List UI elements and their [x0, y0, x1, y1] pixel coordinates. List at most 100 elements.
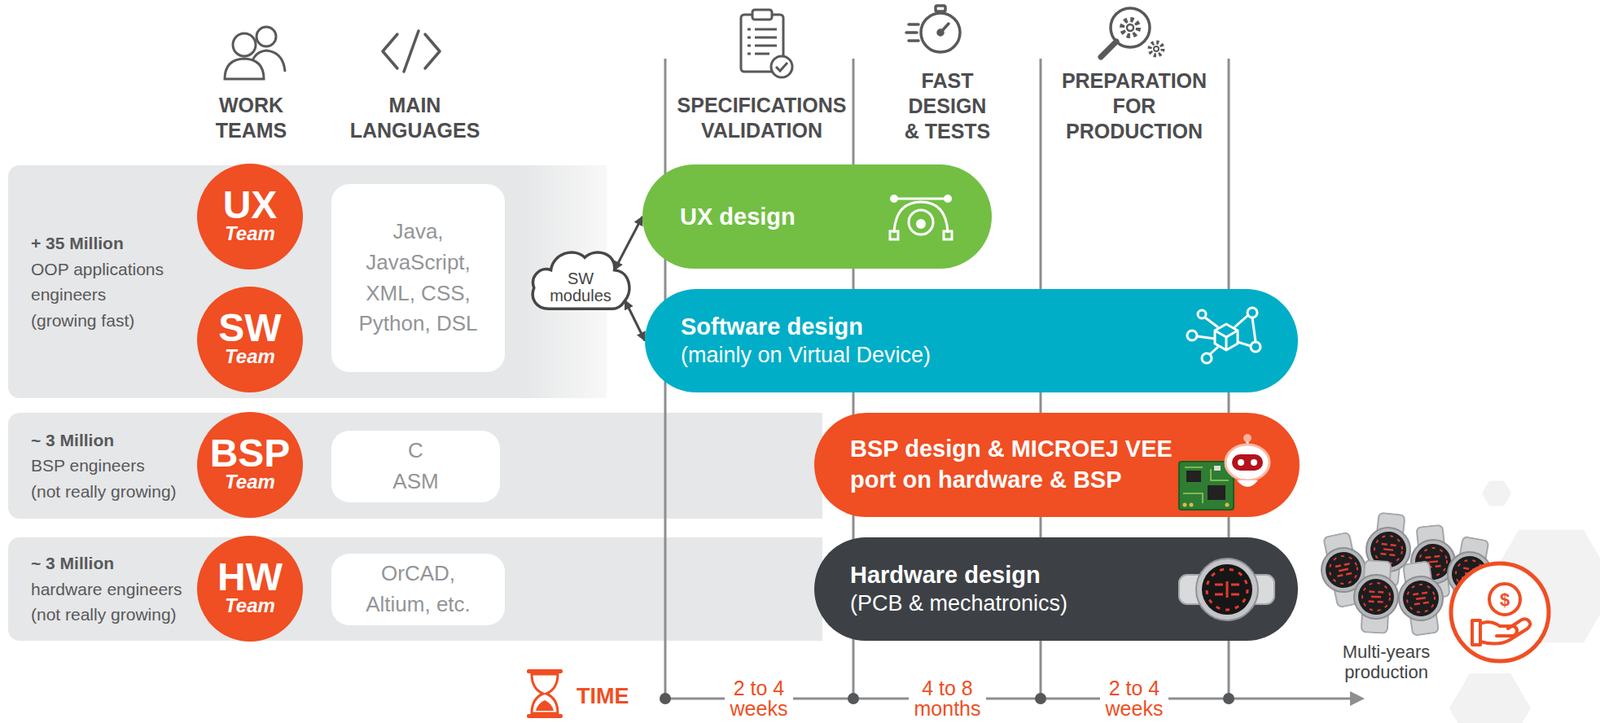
module-cloud: SW modules	[527, 241, 634, 316]
label-slot: SPECIFICATIONS VALIDATION	[676, 92, 847, 144]
column-header: PREPARATION FOR PRODUCTION	[1060, 68, 1208, 145]
text-frame: SW modules	[527, 241, 634, 316]
code-icon	[382, 34, 398, 69]
time-axis	[1350, 691, 1365, 706]
circle-fill	[197, 535, 303, 642]
watch-icon	[1179, 558, 1275, 621]
bar-subtitle: (PCB & mechatronics)	[850, 589, 1068, 619]
population-figure: ~ 3 Million	[30, 550, 114, 577]
text-frame: BSP design & MICROEJ VEE port on hardwar…	[814, 412, 1300, 518]
pill-fill	[642, 164, 992, 269]
team-band: ~ 3 Millionhardware engineers (not reall…	[8, 537, 652, 641]
cloud-outline	[532, 252, 630, 309]
pill-fill	[814, 412, 1300, 518]
stopwatch-icon	[935, 5, 946, 12]
checklist-icon	[752, 9, 772, 20]
checklist-icon	[771, 56, 793, 78]
text-frame: Hardware design(PCB & mechatronics)	[814, 537, 1298, 641]
text-frame: BSPTeam	[197, 412, 303, 518]
time-axis	[1223, 692, 1235, 705]
revenue-icon	[1450, 563, 1549, 662]
time-axis	[659, 692, 671, 705]
checklist-icon	[747, 28, 751, 31]
bar-title: Hardware design	[850, 560, 1041, 590]
code-icon	[403, 30, 419, 72]
phase-bar: UX design	[642, 164, 992, 269]
team-icon	[224, 26, 285, 79]
team-word: Team	[224, 595, 276, 616]
phase-bar: Hardware design(PCB & mechatronics)	[814, 537, 1298, 641]
production-note: Multi-years production	[1341, 641, 1431, 684]
population-note: hardware engineers (not really growing)	[30, 576, 184, 628]
language-box: Java, JavaScript, XML, CSS, Python, DSL	[331, 184, 505, 373]
population-note: BSP engineers (not really growing)	[30, 452, 178, 505]
circle-fill	[197, 286, 303, 393]
production-icon	[1126, 24, 1134, 31]
production-icon	[1122, 19, 1139, 36]
label-slot: 2 to 4 weeks	[724, 676, 794, 721]
code-icon	[425, 34, 440, 69]
background-hexagon	[1449, 673, 1531, 723]
column-header: MAIN LANGUAGES	[349, 92, 481, 144]
column-header: SPECIFICATIONS VALIDATION	[676, 92, 847, 144]
pill-fill	[644, 289, 1298, 393]
watch-pile	[1352, 560, 1401, 635]
bar-title: BSP design & MICROEJ VEE port on hardwar…	[850, 433, 1175, 496]
checklist-icon	[754, 28, 777, 31]
band-extension	[647, 537, 823, 641]
text-frame: UXTeam	[197, 163, 303, 270]
team-word: Team	[224, 471, 276, 492]
text-frame: OrCAD, Altium, etc.	[331, 553, 505, 626]
team-name: BSP	[210, 434, 291, 473]
label-slot: PREPARATION FOR PRODUCTION	[1060, 68, 1208, 145]
duration-label: 2 to 4 weeks	[1100, 676, 1169, 721]
text-frame: ~ 3 MillionBSP engineers (not really gro…	[8, 412, 652, 519]
background-hexagon	[1481, 480, 1512, 506]
bar-subtitle: (mainly on Virtual Device)	[680, 341, 931, 370]
hourglass-icon	[531, 674, 558, 714]
population-note: OOP applications engineers (growing fast…	[30, 256, 166, 334]
checklist-icon	[754, 36, 777, 40]
checklist-icon	[775, 62, 788, 71]
text-frame: UX design	[642, 164, 992, 269]
team-circle: HWTeam	[197, 535, 303, 642]
column-header: WORK TEAMS	[214, 92, 288, 144]
duration-label: 2 to 4 weeks	[724, 676, 794, 721]
text-frame: HWTeam	[197, 535, 303, 642]
stopwatch-icon	[908, 39, 919, 43]
phase-bar-shape	[644, 289, 1298, 393]
team-word: Team	[224, 346, 276, 367]
ux-icon	[889, 194, 952, 240]
production-icon	[1100, 41, 1117, 57]
revenue-icon	[1480, 618, 1530, 644]
pill-fill	[814, 537, 1298, 641]
phase-bar-shape	[814, 537, 1298, 641]
team-name: HW	[217, 558, 283, 597]
hourglass-icon	[526, 669, 563, 719]
phase-bar: BSP design & MICROEJ VEE port on hardwar…	[814, 412, 1300, 518]
team-band: ~ 3 MillionBSP engineers (not really gro…	[8, 412, 652, 519]
label-slot: $	[1499, 591, 1510, 610]
stopwatch-icon	[938, 30, 943, 36]
language-list: C ASM	[392, 435, 440, 497]
team-circle: SWTeam	[197, 286, 303, 393]
text-frame: ~ 3 Millionhardware engineers (not reall…	[8, 537, 652, 641]
phase-bar: Software design(mainly on Virtual Device…	[644, 289, 1298, 393]
link-arrow	[614, 216, 643, 271]
text-frame: C ASM	[331, 430, 500, 503]
team-circle: UXTeam	[197, 163, 303, 270]
currency-symbol: $	[1499, 591, 1510, 610]
team-name: SW	[218, 309, 281, 347]
text-frame: + 35 MillionOOP applications engineers (…	[8, 165, 607, 399]
checklist-icon	[747, 36, 751, 40]
team-band: + 35 MillionOOP applications engineers (…	[8, 165, 607, 399]
code-icon	[382, 30, 440, 72]
duration-label: 4 to 8 months	[908, 676, 987, 721]
label-slot: 2 to 4 weeks	[1100, 676, 1169, 721]
label-slot: MAIN LANGUAGES	[349, 92, 481, 144]
checklist-icon	[740, 9, 793, 78]
hourglass-icon	[535, 700, 554, 711]
population-figure: + 35 Million	[30, 230, 124, 257]
axis-title: TIME	[576, 684, 630, 710]
